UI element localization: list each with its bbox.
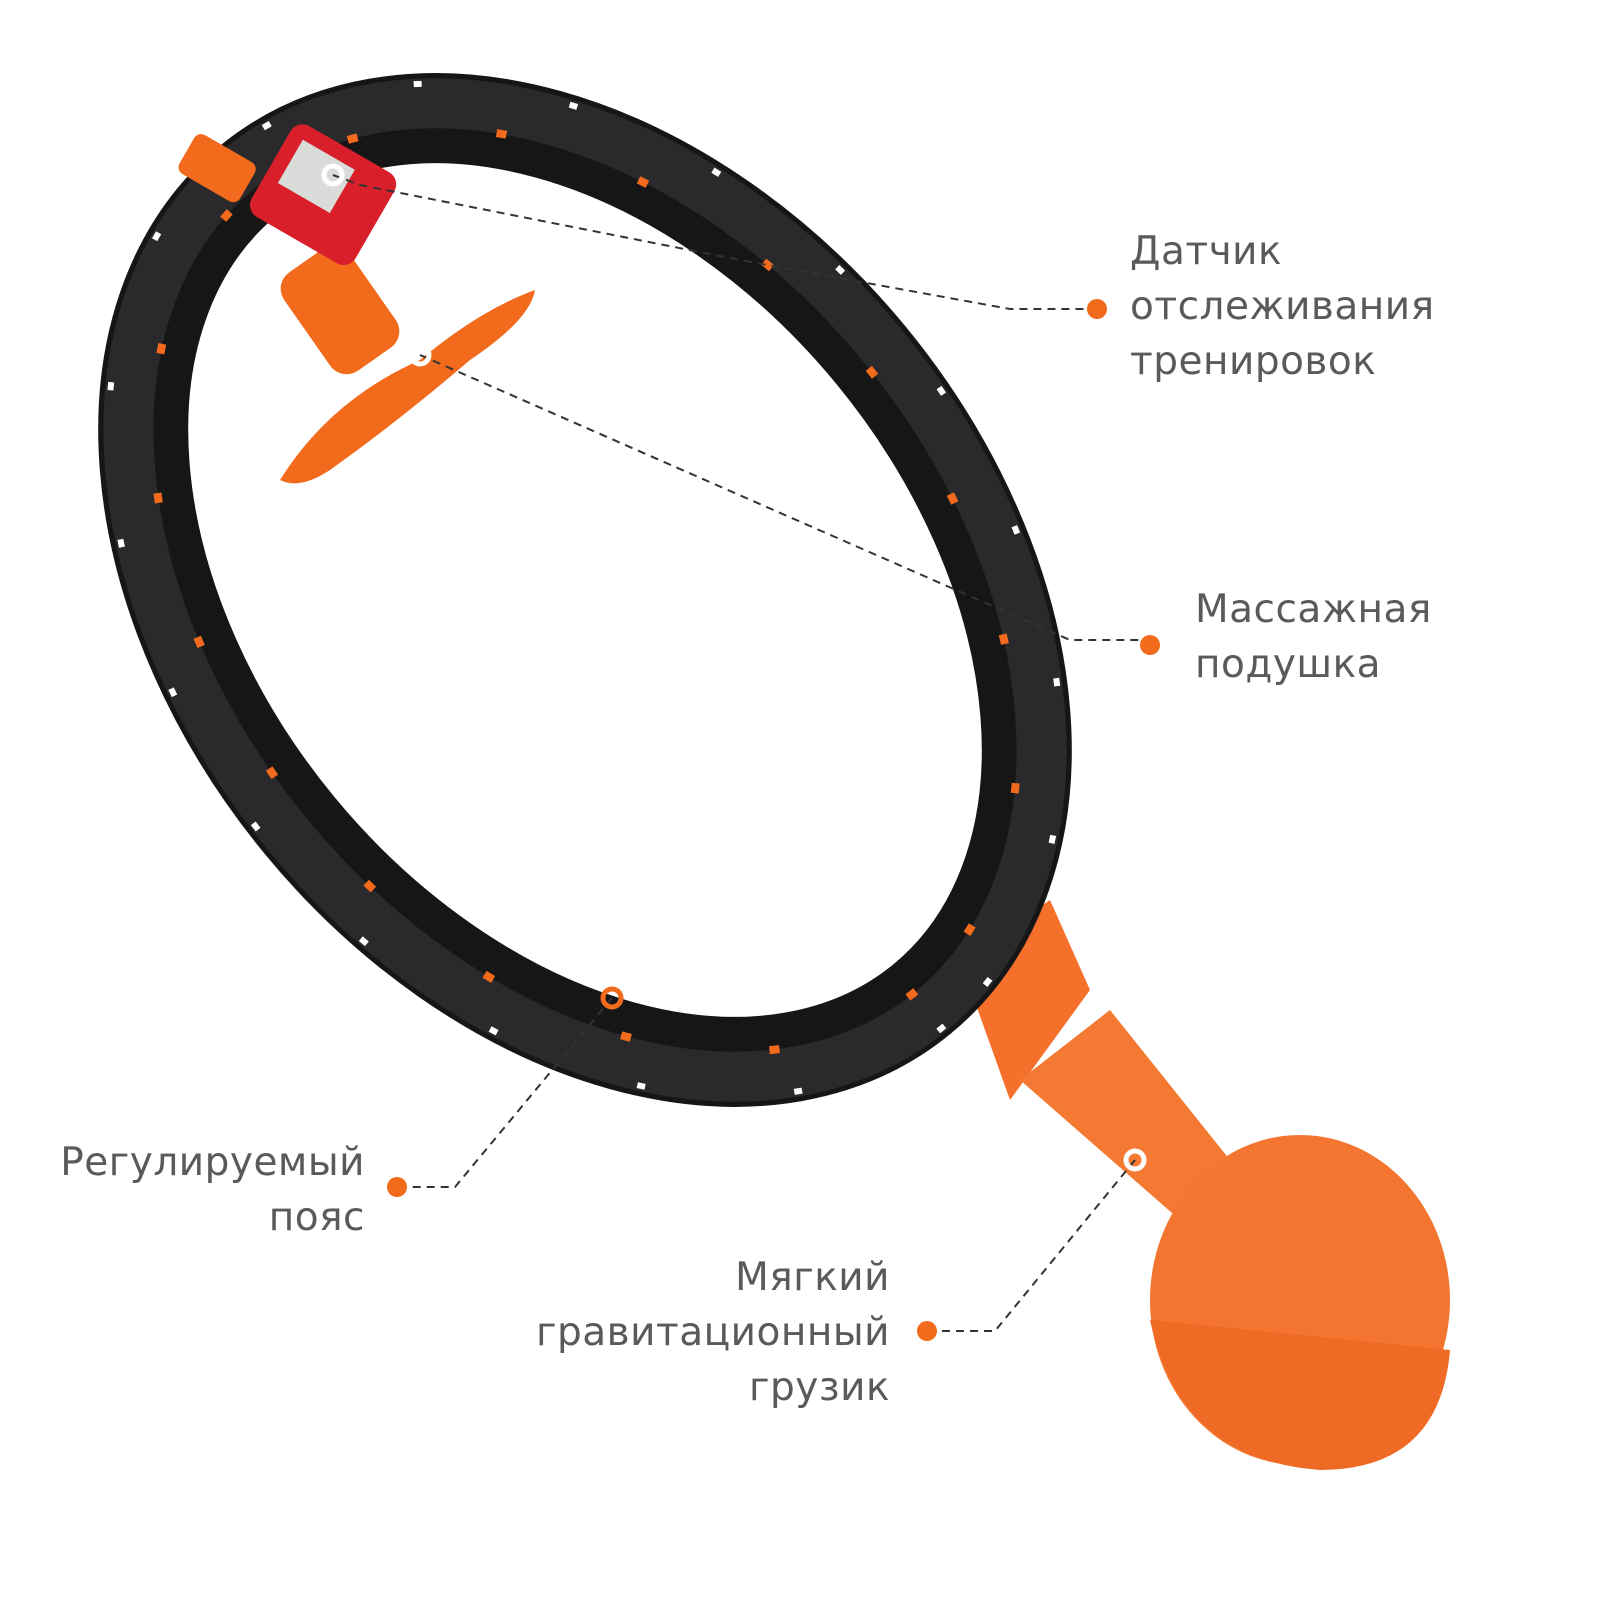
callout-weight: Мягкий гравитационный грузик [536,1250,890,1415]
callout-line: Мягкий [735,1255,890,1300]
tracking-sensor [178,124,397,266]
massage-pad [280,245,535,484]
callout-line: грузик [749,1365,890,1410]
callout-line: подушка [1195,642,1382,687]
callout-line: Регулируемый [60,1140,365,1185]
callout-line: пояс [268,1195,365,1240]
callout-line: Датчик [1130,229,1283,274]
callout-line: тренировок [1130,339,1377,384]
gravity-weight [960,900,1450,1470]
leader-lines [332,174,1140,1332]
anchor-points [321,163,1160,1341]
callout-belt: Регулируемый пояс [60,1135,365,1245]
callout-sensor: Датчик отслеживания тренировок [1130,224,1435,389]
callout-line: отслеживания [1130,284,1435,329]
callout-line: гравитационный [536,1310,890,1355]
callout-line: Массажная [1195,587,1432,632]
callout-massage: Массажная подушка [1195,582,1432,692]
